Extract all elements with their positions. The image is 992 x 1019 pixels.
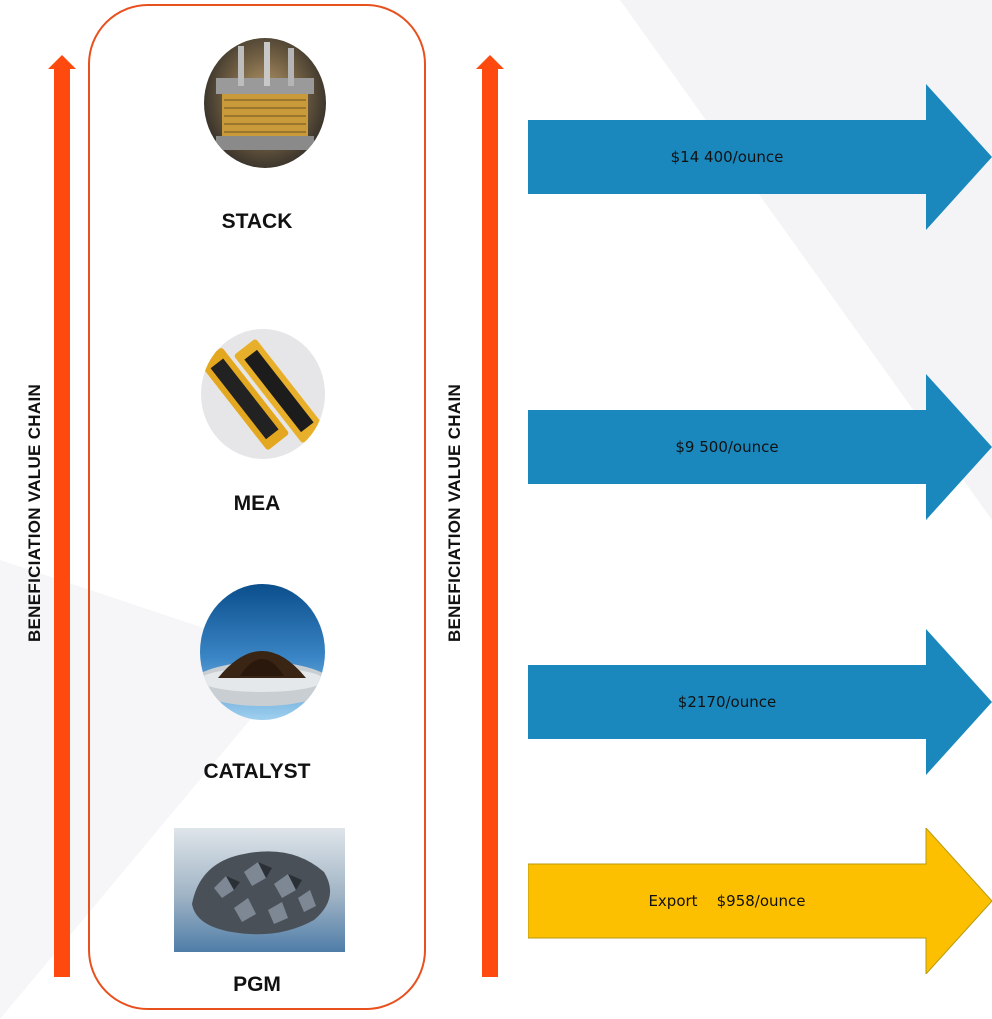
pgm-image <box>174 828 345 952</box>
pgm-label: PGM <box>233 973 281 996</box>
stack-price: $14 400/ounce <box>670 148 784 166</box>
catalyst-label: CATALYST <box>203 760 311 783</box>
value-chain-label-middle: BENEFICIATION VALUE CHAIN <box>445 383 464 643</box>
catalyst-price: $2170/ounce <box>677 693 777 711</box>
catalyst-image <box>200 584 325 720</box>
value-chain-arrow-middle <box>476 55 504 977</box>
mea-price: $9 500/ounce <box>675 438 779 456</box>
mea-label: MEA <box>233 492 281 515</box>
catalyst-price-arrow <box>528 629 992 775</box>
mea-price-arrow <box>528 374 992 520</box>
value-chain-arrow-left <box>48 55 76 977</box>
value-chain-label-left: BENEFICIATION VALUE CHAIN <box>25 383 44 643</box>
mea-image <box>201 329 325 459</box>
stack-price-arrow <box>528 84 992 230</box>
pgm-export-price: Export $958/ounce <box>648 892 806 910</box>
product-panel <box>88 4 426 1010</box>
stack-image <box>204 38 326 168</box>
stack-label: STACK <box>221 210 293 233</box>
pgm-export-price-arrow <box>528 828 992 974</box>
